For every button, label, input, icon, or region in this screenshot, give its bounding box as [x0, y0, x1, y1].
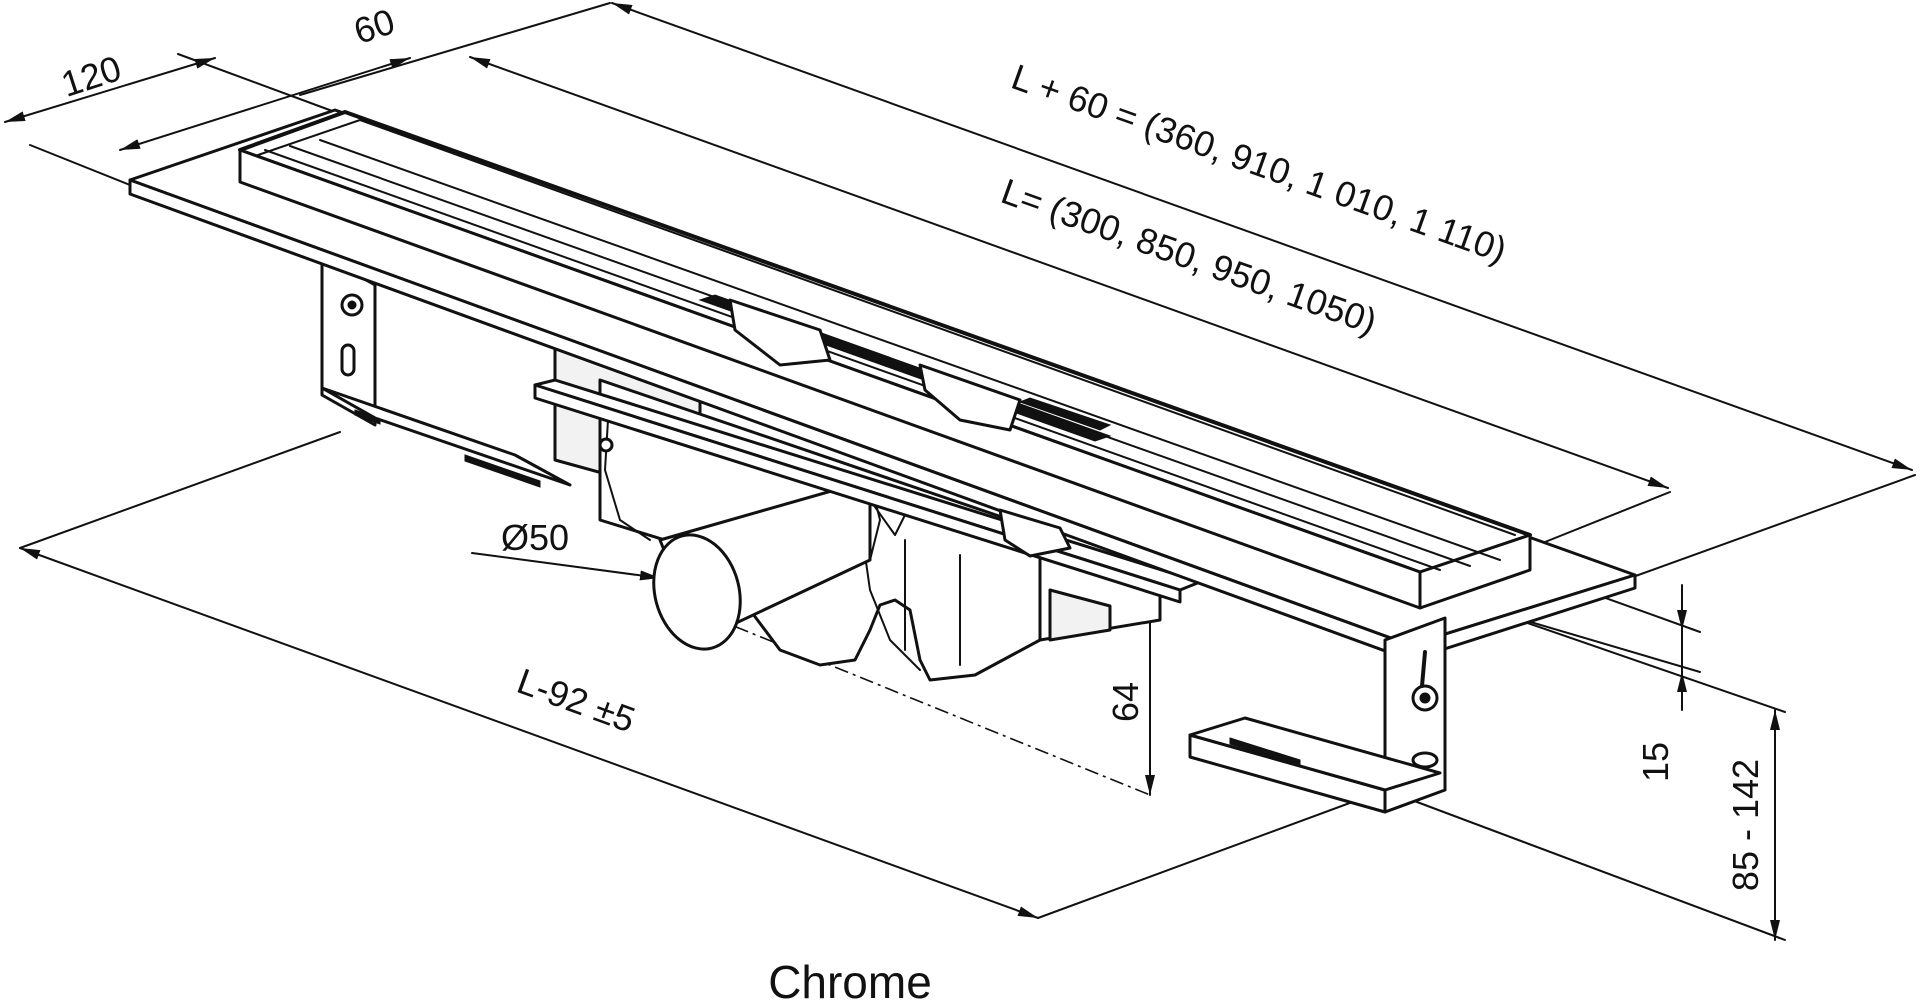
drain-body-side-inner	[1048, 588, 1112, 642]
left-foot-slot-small	[354, 409, 381, 425]
grate-cutout-1	[728, 298, 832, 367]
label-outlet-length: L-92 ±5	[512, 660, 641, 740]
grate-cutout-3	[998, 508, 1072, 558]
right-bracket-slot	[1411, 751, 1439, 769]
ext-line-outlet-right	[1037, 789, 1386, 919]
left-bracket-screw-center	[347, 300, 357, 310]
dim-line-60	[119, 57, 411, 151]
right-foot-slot	[1229, 737, 1301, 767]
grate-line-3	[319, 139, 1501, 561]
grate-slot-2	[1018, 397, 1112, 431]
ext-line-120-left	[29, 144, 131, 186]
grate-line-1	[264, 149, 1441, 571]
outlet-centerline	[659, 595, 1151, 796]
right-bracket-screw-shaft	[1420, 650, 1427, 688]
label-adjust-height: 85 - 142	[1725, 759, 1766, 891]
dim-line-length-channel	[469, 56, 1669, 489]
label-outlet-diameter: Ø50	[501, 517, 569, 558]
outlet-pipe-mouth	[652, 533, 742, 651]
channel-trough-rim	[238, 110, 1532, 537]
ext-line-60	[299, 2, 611, 96]
right-bracket-screw-center	[1419, 692, 1431, 704]
label-outlet-height: 64	[1105, 682, 1146, 722]
ext-line-adjust-top	[1489, 609, 1786, 713]
ext-line-length-total-right	[1629, 474, 1916, 579]
grate-end	[1418, 533, 1532, 610]
ext-line-120-right	[177, 53, 336, 113]
ext-line-outlet-left	[19, 431, 341, 549]
label-width-120: 120	[56, 47, 126, 105]
drain-cable-clip	[598, 437, 614, 453]
dim-line-outlet-length	[19, 547, 1039, 919]
label-width-60: 60	[349, 0, 400, 51]
shower-channel-body	[128, 108, 1637, 814]
channel-trough-inner	[257, 119, 1516, 536]
right-bracket-foot	[1188, 716, 1442, 792]
finish-caption: Chrome	[768, 956, 932, 1008]
outlet-pipe-joint	[869, 499, 906, 536]
ext-line-adjust-bottom	[1384, 789, 1786, 941]
grate-cutout-2	[918, 363, 1022, 432]
left-bracket-foot	[320, 386, 572, 487]
left-bracket-slot	[340, 343, 356, 377]
ext-line-length-channel-right	[1534, 491, 1671, 547]
leader-diameter-left	[471, 552, 661, 581]
label-grate-height: 15	[1635, 742, 1676, 782]
left-foot-slot	[464, 454, 541, 488]
